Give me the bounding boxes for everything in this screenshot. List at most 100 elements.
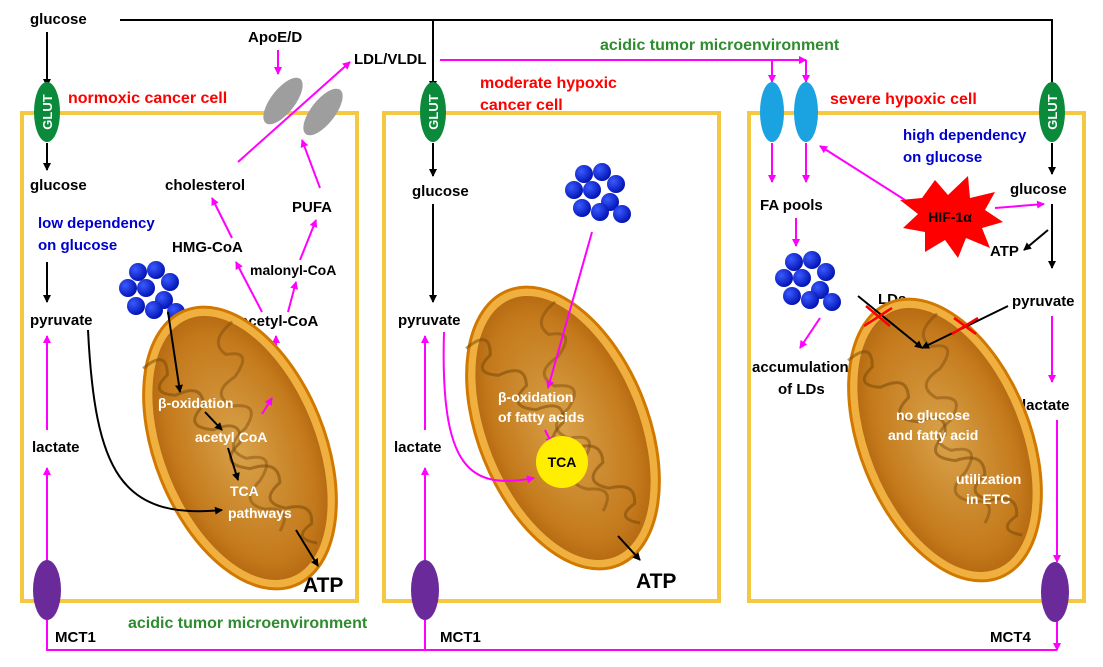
pyruvate-label: pyruvate	[30, 312, 93, 329]
atp-label: ATP	[303, 574, 343, 597]
accumulation-line1: accumulation	[752, 359, 849, 376]
lipid-droplet-cluster	[775, 251, 841, 311]
lds-to-mito-arrow	[857, 295, 923, 349]
glut-label: GLUT	[40, 94, 55, 129]
normoxic-cell-border	[20, 111, 359, 603]
hif-label: HIF-1α	[928, 209, 972, 225]
hif-star	[900, 176, 1003, 258]
glucose-supply-line	[120, 19, 1056, 91]
tca-to-atp-arrow	[295, 529, 319, 567]
malonyl-label: malonyl-CoA	[250, 262, 336, 278]
normoxic-cell: GLUT normoxic cancer cell glucose low de…	[30, 29, 427, 646]
acetyl-to-malonyl-arrow	[287, 281, 299, 313]
dependency-line2: on glucose	[903, 149, 982, 166]
mct-transporter	[1041, 562, 1069, 622]
tca-to-atp-arrow	[617, 535, 641, 561]
atp-label: ATP	[636, 570, 676, 593]
beta-oxidation-label-line2: of fatty acids	[498, 409, 585, 425]
top-glucose-label: glucose	[30, 11, 87, 28]
ldl-receptor	[263, 77, 303, 125]
hmg-to-cholesterol-arrow	[211, 197, 233, 239]
apoe-label: ApoE/D	[248, 29, 302, 46]
lactate-export-line	[46, 620, 1057, 651]
beta-oxidation-label: β-oxidation	[158, 395, 233, 411]
acidic-top-label: acidic tumor microenvironment	[600, 37, 840, 54]
acidic-bottom-label: acidic tumor microenvironment	[128, 615, 368, 632]
glucose-label: glucose	[30, 177, 87, 194]
mito-to-citrate-arrow	[261, 397, 273, 415]
moderate-cell: GLUT moderate hypoxic cancer cell acidic…	[394, 37, 840, 646]
glut-transporter	[34, 82, 60, 142]
severe-cell: severe hypoxic cell GLUT high dependency…	[752, 82, 1081, 646]
mct-transporter	[411, 560, 439, 620]
glut-label: GLUT	[1045, 94, 1060, 129]
ldl-receptor	[303, 88, 343, 136]
accumulation-line2: of LDs	[778, 381, 825, 398]
beta-oxidation-label: β-oxidation	[498, 389, 573, 405]
mct-transporter	[33, 560, 61, 620]
mito-text-line1: no glucose	[896, 407, 970, 423]
blocked-cross	[951, 316, 979, 336]
mito-text-line2: and fatty acid	[888, 427, 978, 443]
cell-title: normoxic cancer cell	[68, 90, 227, 107]
fa-transporter	[794, 82, 818, 142]
hif-to-fa-arrow	[819, 145, 906, 201]
glucose-label: glucose	[1010, 181, 1067, 198]
glut-transporter	[1039, 82, 1065, 142]
pyruvate-label: pyruvate	[1012, 293, 1075, 310]
hmg-label: HMG-CoA	[172, 239, 243, 256]
fa-transporter	[760, 82, 784, 142]
ld-to-mito-arrow	[167, 311, 183, 393]
lactate-label: lactate	[394, 439, 442, 456]
ldl-label: LDL/VLDL	[354, 51, 427, 68]
tca-label-line2: pathways	[228, 505, 292, 521]
mitochondrion	[104, 277, 376, 619]
lactate-label: lactate	[1022, 397, 1070, 414]
acetyl-coa-mito-label: acetyl CoA	[195, 429, 267, 445]
glut-transporter	[420, 82, 446, 142]
cholesterol-label: cholesterol	[165, 177, 245, 194]
acetyl-to-tca-arrow	[227, 447, 240, 481]
lactate-label: lactate	[32, 439, 80, 456]
mitochondrion	[427, 257, 699, 599]
tca-label: TCA	[548, 454, 577, 470]
tca-label: TCA	[230, 483, 259, 499]
lipid-droplet-cluster	[119, 261, 185, 321]
cell-title-line2: cancer cell	[480, 97, 563, 114]
mito-text-line4: in ETC	[966, 491, 1010, 507]
mct-label: MCT1	[440, 629, 481, 646]
lipid-droplet-cluster	[565, 163, 631, 223]
tca-circle	[536, 436, 588, 488]
beta-to-acetyl-arrow	[204, 411, 223, 431]
blocked-cross	[863, 305, 893, 328]
cell-title: severe hypoxic cell	[830, 91, 977, 108]
pufa-to-receptor-arrow	[300, 139, 321, 189]
mito-text-line3: utilization	[956, 471, 1021, 487]
dependency-line1: high dependency	[903, 127, 1027, 144]
hif-to-glucose-arrow	[994, 200, 1045, 209]
acetyl-to-hmg-arrow	[235, 261, 263, 313]
acetyl-label: acetyl-CoA	[240, 313, 319, 330]
fa-pools-label: FA pools	[760, 197, 823, 214]
pyruvate-label: pyruvate	[398, 312, 461, 329]
mct-label: MCT4	[990, 629, 1031, 646]
malonyl-to-pufa-arrow	[299, 219, 318, 261]
glucose-label: glucose	[412, 183, 469, 200]
cholesterol-to-ldl-arrow	[237, 61, 351, 163]
mct-label: MCT1	[55, 629, 96, 646]
pyruvate-to-tca-arrow	[87, 329, 223, 515]
cell-title-line1: moderate hypoxic	[480, 75, 617, 92]
dependency-line1: low dependency	[38, 215, 155, 232]
moderate-cell-border	[382, 111, 721, 603]
atp-label: ATP	[990, 243, 1019, 260]
severe-cell-border	[747, 111, 1086, 603]
pyruvate-to-tca-arrow	[442, 331, 535, 484]
glucose-to-atp-arrow	[1023, 229, 1049, 251]
glut-label: GLUT	[426, 94, 441, 129]
dependency-line2: on glucose	[38, 237, 117, 254]
pufa-label: PUFA	[292, 199, 332, 216]
ld-to-accumulation-arrow	[799, 317, 821, 349]
ld-to-beta-arrow	[546, 231, 593, 389]
